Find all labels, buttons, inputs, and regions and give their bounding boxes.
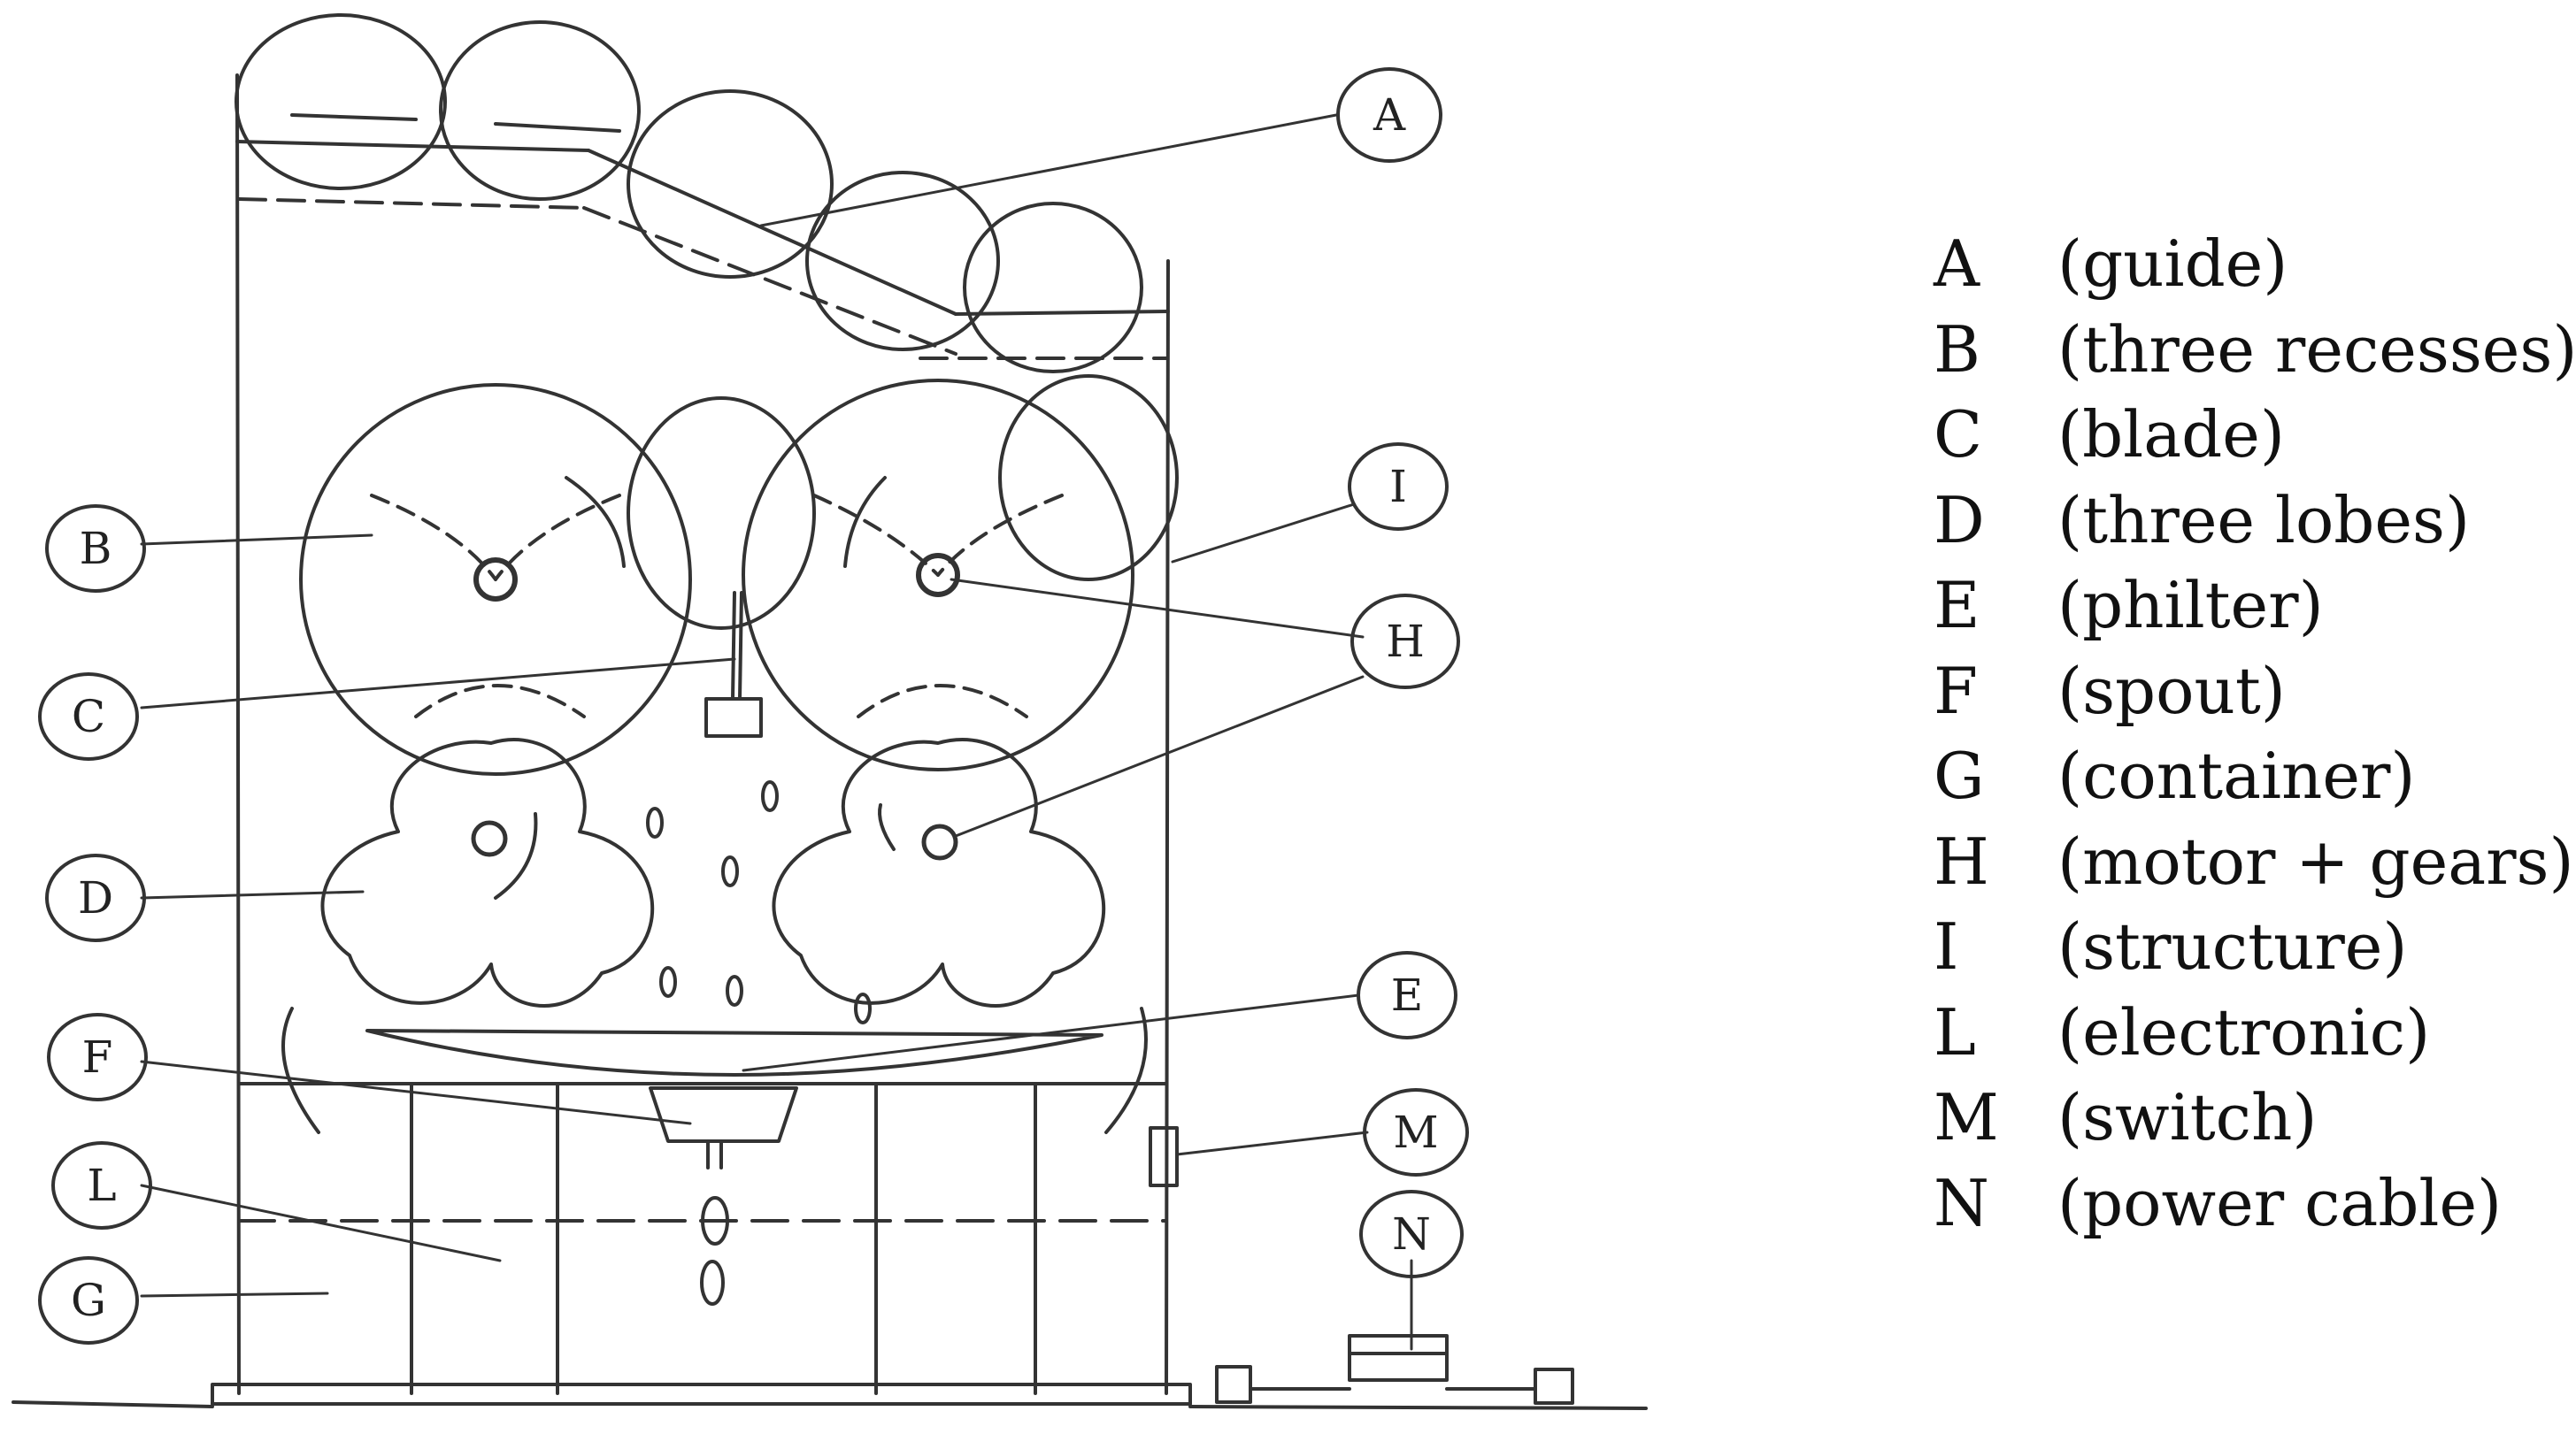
legend-label: (power cable): [2057, 1165, 2503, 1240]
recesses-wheels: [299, 374, 1179, 776]
legend-item-e: E (philter): [1934, 563, 2576, 648]
callout-label-d: D: [78, 872, 113, 924]
legend-key: M: [1934, 1080, 1999, 1154]
legend-item-l: L (electronic): [1934, 990, 2576, 1076]
three-lobes: [320, 738, 1106, 1024]
callout-label-c: C: [72, 691, 105, 742]
legend-key: N: [1934, 1165, 1989, 1240]
callout-label-a: A: [1373, 89, 1406, 141]
leader-lines: [140, 113, 1413, 1351]
switch: [1149, 1126, 1179, 1187]
legend-item-d: D (three lobes): [1934, 478, 2576, 564]
legend-key: D: [1934, 482, 1985, 557]
legend-label: (philter): [2057, 568, 2324, 642]
callout-label-m: M: [1393, 1107, 1438, 1158]
callout-label-g: G: [71, 1275, 106, 1326]
legend-item-c: C (blade): [1934, 392, 2576, 478]
blade: [704, 591, 763, 738]
legend-label: (blade): [2057, 397, 2285, 472]
legend-label: (spout): [2057, 653, 2286, 728]
legend-label: (three recesses): [2057, 311, 2576, 387]
power-cable: [1215, 1334, 1574, 1405]
legend-label: (structure): [2057, 909, 2408, 984]
callout-label-b: B: [80, 523, 112, 574]
callout-label-n: N: [1392, 1208, 1431, 1260]
legend-key: G: [1934, 739, 1985, 813]
guide-fruits: [235, 13, 1143, 373]
legend-key: F: [1934, 653, 1978, 728]
legend-key: B: [1934, 311, 1980, 387]
callout-label-e: E: [1391, 970, 1424, 1021]
callout-circles: [38, 67, 1469, 1345]
callout-label-h: H: [1386, 616, 1425, 667]
legend-label: (three lobes): [2057, 482, 2471, 557]
legend-item-b: B (three recesses): [1934, 307, 2576, 393]
legend-item-f: F (spout): [1934, 648, 2576, 734]
legend-item-a: A (guide): [1934, 221, 2576, 307]
legend-item-n: N (power cable): [1934, 1161, 2576, 1246]
legend: A (guide) B (three recesses) C (blade) D (th…: [1934, 221, 2576, 1246]
legend-key: L: [1934, 994, 1976, 1070]
callout-label-i: I: [1389, 461, 1407, 512]
legend-item-g: G (container): [1934, 733, 2576, 819]
legend-label: (switch): [2057, 1080, 2318, 1154]
legend-label: (guide): [2057, 226, 2288, 301]
legend-label: (electronic): [2057, 994, 2431, 1070]
legend-label: (container): [2057, 739, 2416, 813]
structure-frame: [12, 73, 1648, 1410]
legend-key: H: [1934, 824, 1989, 899]
philter: [281, 1007, 1148, 1134]
spout: [649, 1086, 798, 1306]
legend-key: C: [1934, 397, 1983, 472]
callout-label-f: F: [82, 1031, 113, 1083]
callout-label-l: L: [87, 1160, 116, 1211]
legend-key: E: [1934, 568, 1980, 642]
legend-item-m: M (switch): [1934, 1075, 2576, 1161]
legend-key: I: [1934, 909, 1959, 984]
legend-label: (motor + gears): [2057, 824, 2574, 899]
legend-item-h: H (motor + gears): [1934, 819, 2576, 905]
legend-key: A: [1934, 226, 1980, 301]
legend-item-i: I (structure): [1934, 904, 2576, 990]
